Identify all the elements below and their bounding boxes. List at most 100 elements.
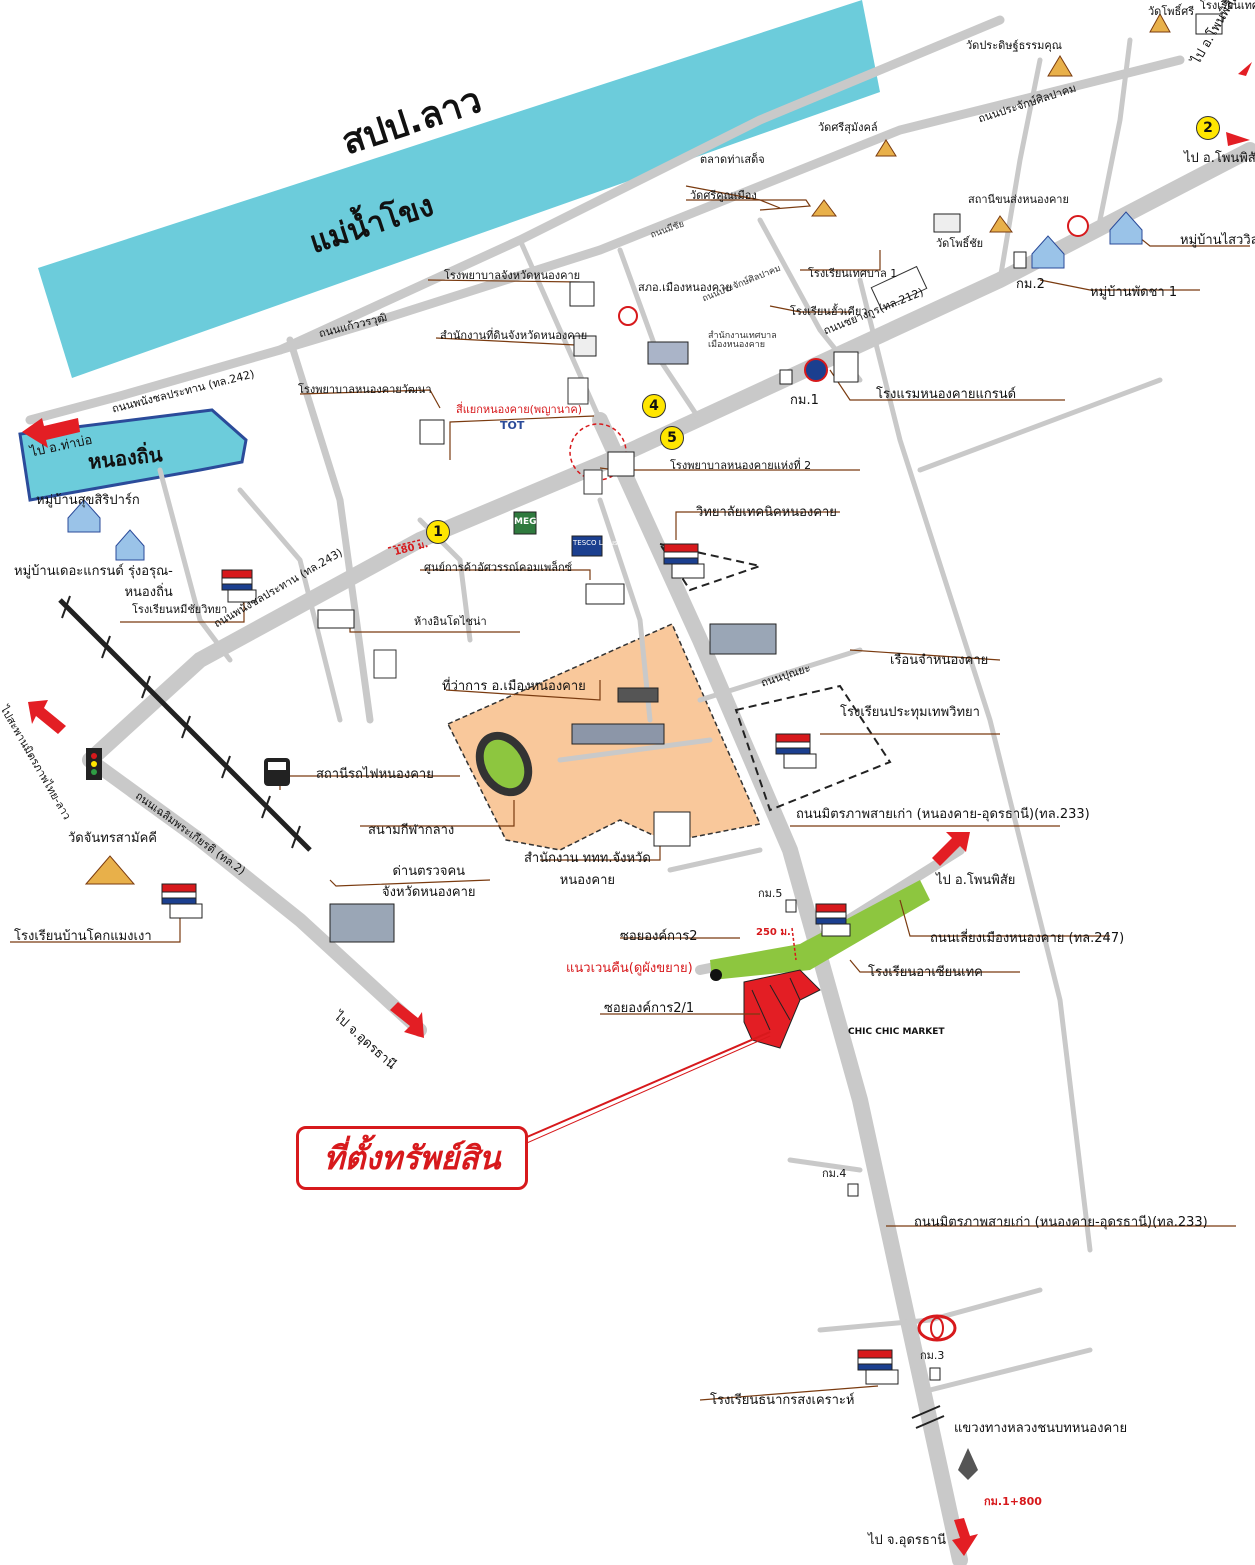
road-side-16: [997, 57, 1043, 283]
road-label-to-phonphisai-2: ไป อ.โพนพิสั: [1184, 151, 1255, 166]
road-side-18: [557, 737, 713, 763]
marker-5[interactable]: 5: [660, 426, 684, 450]
label-km4: กม.4: [822, 1167, 847, 1180]
pt-logo-icon: [1067, 215, 1089, 237]
hospital-2-icon: [607, 451, 635, 477]
route-end-dot: [710, 969, 722, 981]
label-school-top: โรงเรียนเทศบาล: [1200, 0, 1255, 12]
arrow-phonphisai-top: [1226, 132, 1250, 146]
label-school-tessaban1: โรงเรียนเทศบาล 1: [808, 267, 898, 280]
bypass-highlight: [710, 880, 930, 980]
road-side-2: [157, 467, 233, 663]
label-police: สภอ.เมืองหนองคาย: [638, 281, 732, 294]
property-callout[interactable]: ที่ตั้งทรัพย์สิน: [296, 1126, 528, 1190]
arrow-thabo: [22, 418, 80, 448]
road-phanchonpratan: [25, 15, 1005, 425]
label-village-phatcha: หมู่บ้านพัดชา 1: [1090, 285, 1178, 300]
road-side-13: [927, 1347, 1093, 1393]
label-municipal-office: สำนักงานเทศบาล เมืองหนองคาย: [708, 331, 777, 350]
tat-office-icon: [653, 811, 691, 847]
label-school-meechai: โรงเรียนหมีชัยวิทยา: [132, 603, 228, 616]
road-prachak: [275, 55, 1185, 355]
label-tot: TOT: [500, 419, 525, 432]
school-top-icon: [1195, 13, 1223, 35]
road-side-11: [787, 1157, 863, 1173]
school-zone: [734, 684, 892, 812]
road-side-1: [286, 336, 374, 724]
label-village-suksiri: หมู่บ้านสุขสิริปาร์ก: [36, 493, 140, 508]
fuel-icon: [804, 358, 828, 382]
mega-icon: [513, 511, 537, 535]
tesco-icon: [571, 535, 603, 557]
prison-icon: [709, 623, 777, 655]
label-wat-prasit: วัดประดิษฐ์ธรรมคุณ: [966, 39, 1062, 52]
municipal-office-icon: [647, 341, 689, 365]
temple-icons: [84, 12, 1171, 885]
road-side-3: [857, 277, 1093, 1253]
road-side-10: [667, 847, 763, 873]
police-icon: [618, 306, 638, 326]
property-callout-text: ที่ตั้งทรัพย์สิน: [323, 1138, 501, 1177]
road-side-8: [917, 377, 1163, 473]
road-label-mittraphap-2: ถนนมิตรภาพสายเก่า (หนองคาย-อุดรธานี)(ทล.…: [914, 1215, 1208, 1230]
road-side-4: [617, 247, 703, 423]
stadium-icon: [475, 731, 533, 797]
road-side-9: [697, 647, 863, 703]
label-km1: กม.1: [790, 393, 819, 408]
road-side-7: [237, 487, 343, 723]
arrow-udon-left: [390, 1002, 424, 1038]
road-label-to-phonphisai: ไป อ.โพนพิสัย: [936, 873, 1016, 888]
label-talat: ตลาดท่าเสด็จ: [700, 153, 765, 166]
label-hospital-watthana: โรงพยาบาลหนองคายวัฒนา: [298, 383, 432, 396]
checkpoint-icon: [329, 903, 395, 943]
arrow-bridge: [28, 700, 66, 734]
label-hotel: โรงแรมหนองคายแกรนด์: [876, 387, 1017, 402]
road-side-15: [597, 497, 653, 723]
label-mega: MEGA: [514, 517, 544, 527]
road-label-to-udon-bottom: ไป จ.อุดรธานี: [868, 1533, 947, 1548]
label-complex: ศูนย์การค้าอัศวรรณ์คอมเพล็กซ์: [424, 561, 573, 574]
label-hospital-province: โรงพยาบาลจังหวัดหนองคาย: [444, 269, 581, 282]
label-intersection: สี่แยกหนองคาย(พญานาค): [456, 403, 583, 416]
label-checkpoint: ด่านตรวจคน จังหวัดหนองคาย: [382, 864, 476, 900]
flag-icon: [617, 687, 659, 703]
label-chic: CHIC CHIC MARKET: [848, 1027, 945, 1037]
road-label-mittraphap-1: ถนนมิตรภาพสายเก่า (หนองคาย-อุดรธานี)(ทล.…: [796, 807, 1090, 822]
land-office-icon: [573, 335, 597, 357]
road-side-17: [1097, 37, 1133, 223]
label-km5: กม.5: [758, 887, 783, 900]
label-wat-phochai2: วัดโพธิ์ชัย: [936, 237, 984, 250]
road-label-bypass: ถนนเลี่ยงเมืองหนองคาย (ทล.247): [930, 931, 1125, 946]
label-km3: กม.3: [920, 1349, 945, 1362]
toyota-icon: [917, 1314, 957, 1342]
label-school-kok: โรงเรียนบ้านโคกแมงเงา: [14, 929, 152, 944]
garuda-icon: [958, 1448, 978, 1480]
road-chaloemphrakiat: [83, 753, 427, 1037]
district-office-icon: [571, 723, 665, 745]
callout-pointer: [519, 1031, 771, 1141]
label-school-asean: โรงเรียนอาเซียนเทค: [868, 965, 983, 980]
label-km2: กม.2: [1016, 277, 1045, 292]
hospital-icon: [569, 281, 595, 307]
label-highways: แขวงทางหลวงชนบทหนองคาย: [954, 1421, 1128, 1436]
label-school-huakhiao: โรงเรียนฮั้วเคียว: [790, 305, 868, 318]
marker-4[interactable]: 4: [642, 394, 666, 418]
label-wat-srisumang: วัดศรีสุมังคล์: [818, 121, 878, 134]
hotel-icon: [833, 351, 859, 383]
road-side-12: [817, 1287, 1043, 1333]
label-station-bus: สถานีขนส่งหนองคาย: [968, 193, 1069, 206]
label-stadium: สนามกีฬากลาง: [368, 823, 455, 838]
label-village-grand: หมู่บ้านเดอะแกรนด์ รุ่งอรุณ- หนองถิ่น: [14, 564, 173, 600]
arrow-udon-bottom: [952, 1518, 978, 1556]
railway-track: [58, 598, 312, 852]
label-wat-phochai: วัดโพธิ์ศรี: [1148, 5, 1195, 18]
hospital-watthana-icon: [419, 419, 445, 445]
indochina-icon: [317, 609, 355, 629]
label-land-office: สำนักงานที่ดินจังหวัดหนองคาย: [440, 329, 588, 342]
marker-1[interactable]: 1: [426, 520, 450, 544]
label-soi-2: ซอยองค์การ2: [620, 929, 698, 944]
marker-2[interactable]: 2: [1196, 116, 1220, 140]
label-hospital-2: โรงพยาบาลหนองคายแห่งที่ 2: [670, 459, 812, 472]
label-tat-office: สำนักงาน ททท.จังหวัด หนองคาย: [524, 851, 651, 889]
